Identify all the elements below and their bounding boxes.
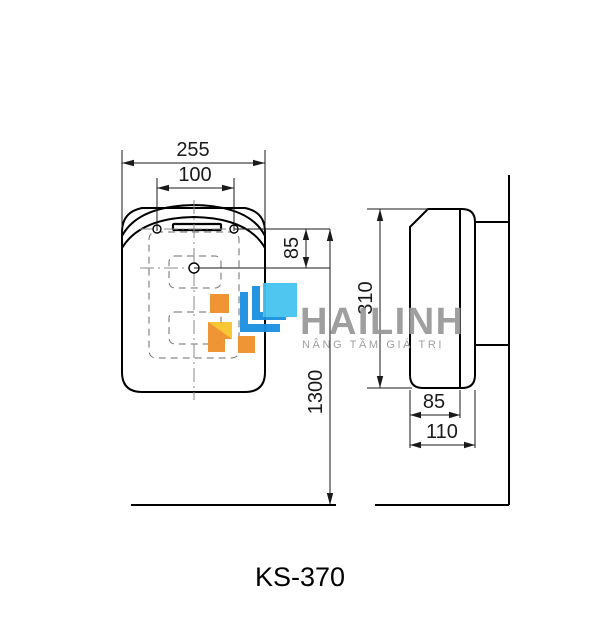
- side-elevation-view: [375, 175, 510, 506]
- front-dispenser-slot: [171, 222, 223, 232]
- arrow-255-right: [253, 159, 265, 167]
- model-label: KS-370: [255, 562, 345, 592]
- arrow-85-top: [302, 229, 310, 240]
- logo-orange-square-bottom: [238, 336, 255, 353]
- dim-label-85-side: 85: [423, 391, 445, 413]
- arrow-310-bottom: [376, 376, 384, 388]
- side-view-dimensions: 310 85 110: [355, 208, 476, 449]
- arrow-depth110-right: [464, 441, 475, 449]
- arrow-100-right: [222, 184, 234, 192]
- arrow-depth85-right: [449, 411, 460, 419]
- front-lid-inner-curve: [121, 215, 266, 249]
- dim-label-255: 255: [176, 139, 209, 161]
- logo-orange-l-shape: [208, 322, 232, 352]
- hidden-upper-bracket: [168, 255, 222, 289]
- dim-label-1300: 1300: [305, 370, 327, 415]
- arrow-depth110-left: [410, 441, 421, 449]
- logo-blue-bracket-outer: [240, 292, 280, 332]
- arrow-255-left: [122, 159, 134, 167]
- logo-cyan-square: [263, 283, 297, 317]
- watermark-tagline: NÂNG TẦM GIÁ TRỊ: [302, 338, 444, 351]
- side-body-outline: [409, 208, 476, 389]
- arrow-310-top: [376, 209, 384, 221]
- watermark-brand: HAILINH: [300, 301, 465, 343]
- logo-orange-square-top: [210, 294, 229, 313]
- arrow-1300-bottom: [326, 493, 334, 505]
- front-body-outline: [121, 207, 266, 393]
- arrow-100-left: [157, 184, 169, 192]
- dim-label-110: 110: [426, 421, 458, 443]
- hidden-lower-bracket: [168, 311, 222, 345]
- arrow-1300-top: [326, 229, 334, 241]
- watermark-logo: HAILINH NÂNG TẦM GIÁ TRỊ: [208, 283, 465, 353]
- dim-label-85-front: 85: [281, 237, 303, 259]
- dim-label-310: 310: [355, 281, 377, 314]
- front-view-dimensions: 255 100 85 1300: [121, 139, 336, 506]
- arrow-depth85-left: [410, 411, 421, 419]
- dim-label-100: 100: [178, 164, 211, 186]
- arrow-85-bottom: [302, 257, 310, 268]
